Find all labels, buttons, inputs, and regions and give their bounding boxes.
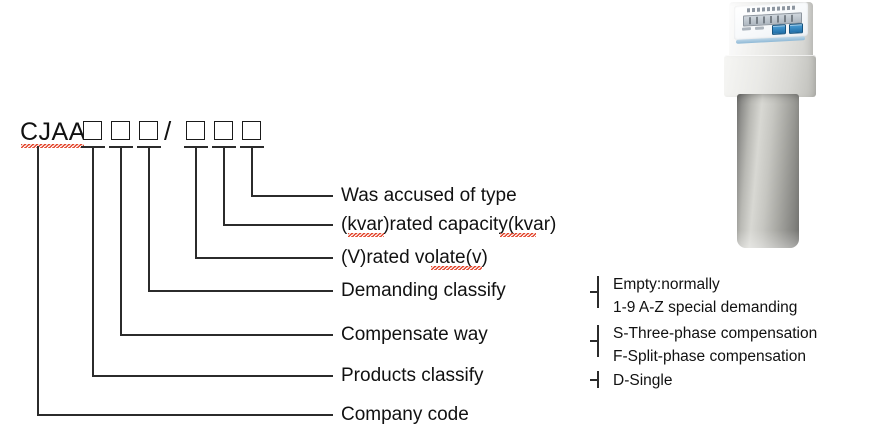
leader-hline-0 <box>37 414 333 416</box>
note-demanding-line1: Empty:normally <box>613 276 720 293</box>
label-company-code: Company code <box>341 404 469 425</box>
label-compensate-way: Compensate way <box>341 324 488 345</box>
leader-hline-1 <box>92 375 333 377</box>
leader-vline-6 <box>251 146 253 196</box>
bracket-products <box>590 371 599 388</box>
panel-title-text <box>747 5 795 13</box>
leader-vline-5 <box>223 146 225 225</box>
label-products-classify: Products classify <box>341 365 484 386</box>
label-rated-volate: (V)rated volate(v) <box>341 247 488 268</box>
spellcheck-underline-code <box>21 144 84 148</box>
label-demanding-classify: Demanding classify <box>341 280 506 301</box>
panel-button-right[interactable] <box>789 23 803 34</box>
device-control-panel <box>734 1 808 41</box>
bracket-demanding <box>590 276 599 308</box>
spellcheck-underline-volate <box>431 266 482 270</box>
code-separator-slash: / <box>164 116 172 146</box>
spellcheck-underline-kvar-1 <box>348 233 384 237</box>
leader-hline-5 <box>223 224 333 226</box>
note-demanding-line2: 1-9 A-Z special demanding <box>613 299 798 316</box>
spellcheck-underline-kvar-2 <box>500 233 536 237</box>
bracket-compensate <box>590 325 599 357</box>
note-compensate-line1: S-Three-phase compensation <box>613 325 818 342</box>
leader-hline-6 <box>251 195 333 197</box>
panel-button-left[interactable] <box>772 24 786 35</box>
code-box-2[interactable] <box>111 121 130 140</box>
panel-indicator-2 <box>755 26 764 30</box>
device-collar <box>724 55 816 97</box>
label-rated-capacity: (kvar)rated capacity(kvar) <box>341 214 557 235</box>
leader-hline-2 <box>120 334 333 336</box>
leader-vline-3 <box>148 146 150 291</box>
leader-vline-4 <box>195 146 197 258</box>
label-was-accused-of-type: Was accused of type <box>341 185 517 206</box>
leader-hline-4 <box>195 257 333 259</box>
leader-vline-1 <box>92 146 94 376</box>
code-box-3[interactable] <box>139 121 158 140</box>
device-body-cylinder <box>737 94 799 248</box>
panel-indicator-1 <box>742 27 751 31</box>
code-box-6[interactable] <box>242 121 261 140</box>
leader-vline-2 <box>120 146 122 335</box>
model-code-prefix: CJAA- <box>20 118 95 146</box>
code-box-1[interactable] <box>83 121 102 140</box>
leader-vline-0 <box>37 146 39 415</box>
product-photo <box>718 1 824 252</box>
note-compensate-line2: F-Split-phase compensation <box>613 348 806 365</box>
code-box-4[interactable] <box>186 121 205 140</box>
code-box-5[interactable] <box>214 121 233 140</box>
note-products-line1: D-Single <box>613 372 673 389</box>
leader-hline-3 <box>148 290 333 292</box>
